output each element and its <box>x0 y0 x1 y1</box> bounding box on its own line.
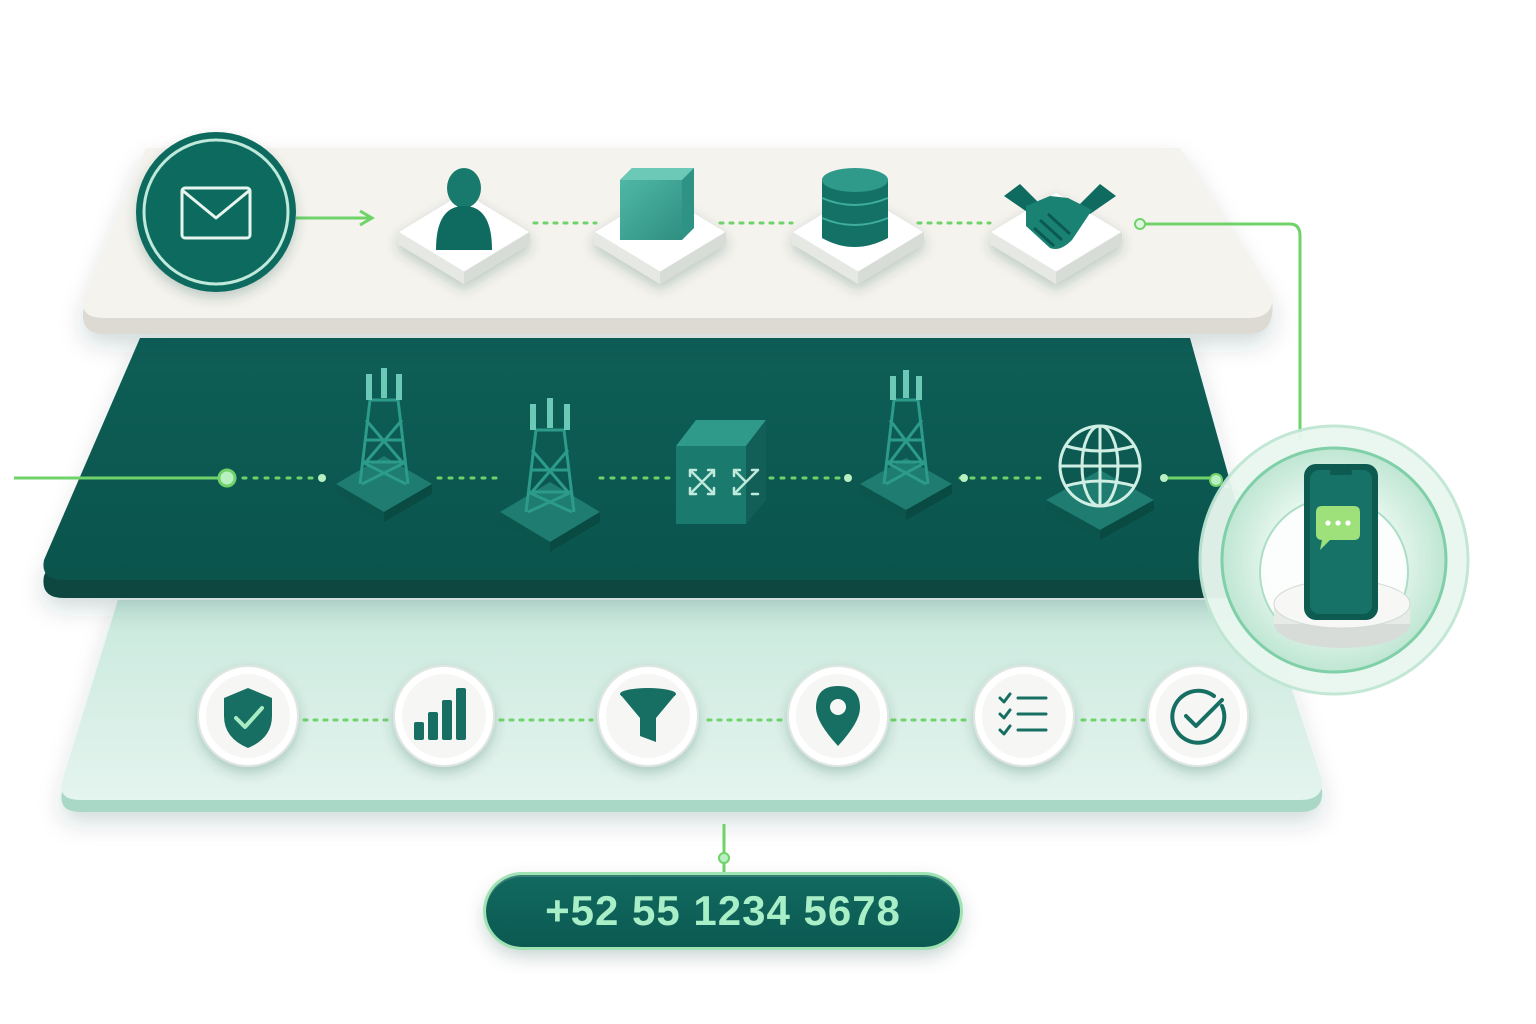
connector-dot <box>960 474 968 482</box>
output-connector <box>718 824 730 876</box>
cell-tower-icon <box>524 398 576 514</box>
check-circle-node[interactable] <box>1147 665 1249 767</box>
checklist-icon <box>998 692 1048 736</box>
phone-number-text: +52 55 1234 5678 <box>545 887 901 934</box>
cube-icon <box>620 168 694 240</box>
connector-dot <box>318 474 326 482</box>
database-icon <box>821 168 889 247</box>
signal-bars-icon <box>414 688 466 740</box>
filter-funnel-icon <box>620 688 676 742</box>
connector-dot <box>844 474 852 482</box>
envelope-icon <box>180 186 252 240</box>
handshake-icon <box>1004 184 1116 249</box>
phone-number-badge: +52 55 1234 5678 <box>486 875 960 947</box>
location-pin-icon <box>816 686 860 746</box>
cell-tower-icon <box>358 368 410 486</box>
connector-dot <box>1160 474 1168 482</box>
checklist-node[interactable] <box>973 665 1075 767</box>
check-circle-icon <box>1170 688 1227 745</box>
globe-icon <box>1058 424 1142 508</box>
entry-point-dot <box>217 468 237 488</box>
cell-tower-icon <box>882 370 930 486</box>
connector-dot <box>1209 473 1223 487</box>
cell-tower-node-2[interactable] <box>500 482 600 552</box>
envelope-node[interactable] <box>136 132 296 292</box>
network-layer-plate <box>43 338 1253 598</box>
top-layer-connectors <box>296 209 1302 440</box>
phone-message-icon[interactable] <box>1304 464 1378 620</box>
cell-tower-node-3[interactable] <box>860 458 952 520</box>
shield-check-icon <box>224 688 272 748</box>
cell-tower-node-1[interactable] <box>336 456 432 522</box>
connector-dot <box>1134 218 1146 230</box>
switch-cube-icon <box>688 468 760 496</box>
user-icon <box>436 168 492 250</box>
